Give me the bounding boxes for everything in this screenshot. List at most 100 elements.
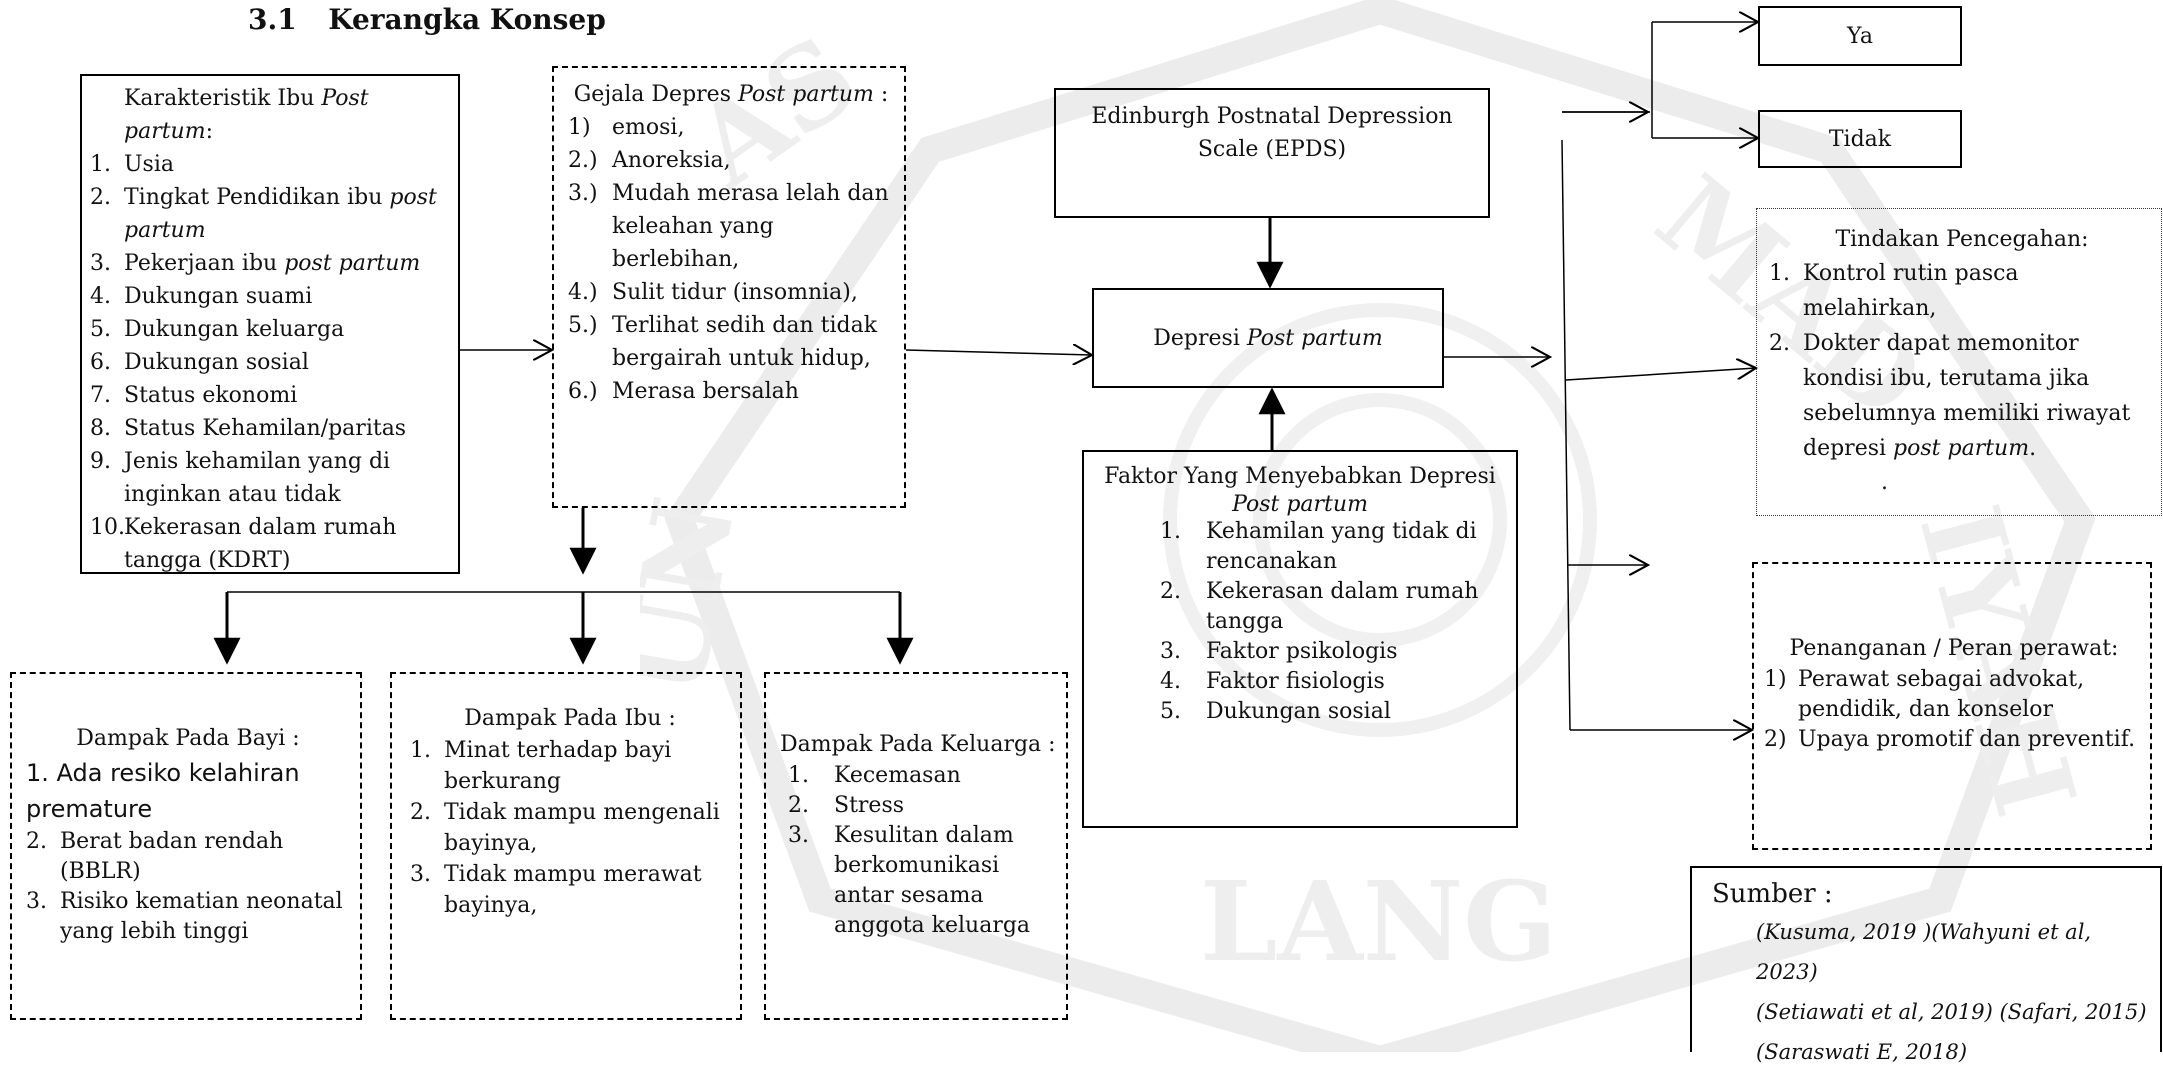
trunk-vertical-right [1561,139,1571,731]
list-item-number: 1. [1769,261,1790,286]
list-item-text: Berat badan rendah (BBLR) [60,829,284,884]
list-item: 5.)Terlihat sedih dan tidak bergairah un… [568,309,894,375]
list-item-number: 3. [1160,639,1181,664]
list-item-number: 2.) [568,148,598,173]
list-item-text: Dukungan keluarga [124,317,345,342]
list-item: 1)emosi, [568,111,894,144]
list-item: 2.Tidak mampu mengenali bayinya, [410,797,730,859]
reference-line: (Setiawati et al, 2019) (Safari, 2015) [1756,1000,2147,1024]
dampak-keluarga-title: Dampak Pada Keluarga : [780,732,1056,757]
list-item-text: Status Kehamilan/paritas [124,416,407,441]
list-item-text: Faktor psikologis [1206,639,1398,664]
list-item-suffix: . [2029,436,2037,461]
list-item: 2.Stress [788,791,1060,821]
list-item: 4.)Sulit tidur (insomnia), [568,276,894,309]
dampak-ibu-box: Dampak Pada Ibu : 1.Minat terhadap bayi … [390,672,742,1020]
section-title: Kerangka Konsep [328,3,606,36]
list-item-number: 7. [90,383,111,408]
list-item-number: 2. [788,793,809,818]
list-item: 1)Perawat sebagai advokat, pendidik, dan… [1764,665,2144,725]
list-item-number: 3. [26,889,47,914]
gejala-title: Gejala Depres Post partum : [573,82,889,107]
ya-box: Ya [1758,6,1962,66]
list-item-text: Minat terhadap bayi berkurang [444,738,672,794]
epds-label: Edinburgh Postnatal Depression Scale (EP… [1091,104,1453,162]
list-item-number: 4.) [568,280,598,305]
epds-box: Edinburgh Postnatal Depression Scale (EP… [1054,88,1490,218]
list-item: 1. Minat terhadap bayi berkurang [410,735,730,797]
penanganan-list: 1)Perawat sebagai advokat, pendidik, dan… [1764,665,2144,755]
list-item: 3.Tidak mampu merawat bayinya, [410,859,730,921]
list-item-text: Usia [124,152,174,177]
list-item-number: 1. [788,763,809,788]
penanganan-title: Penanganan / Peran perawat: [1789,636,2119,661]
section-number: 3.1 [248,3,297,36]
list-item-text: Dukungan suami [124,284,313,309]
list-item-italic: post partum [1893,436,2030,461]
reference-line: (Saraswati E, 2018) [1756,1040,1968,1064]
list-item-number: 1. [410,738,431,763]
list-item: 2.Kekerasan dalam rumah tangga [1160,577,1506,637]
list-item-number: 2. [26,829,47,854]
gejala-box: Gejala Depres Post partum : 1)emosi, 2.) A… [552,66,906,508]
list-item: 9.Jenis kehamilan yang di inginkan atau … [90,445,450,511]
list-item-number: 1) [1764,667,1787,692]
list-item-italic: post partum [284,251,421,276]
list-item-number: 5. [90,317,111,342]
list-item-italic: post partum [124,185,437,243]
dampak-bayi-box: Dampak Pada Bayi : 1. Ada resiko kelahir… [10,672,362,1020]
list-item-number: 5.) [568,313,598,338]
list-item-number: 3. [788,823,809,848]
list-item-text: Pekerjaan ibu [124,251,285,276]
list-item-text: Faktor fisiologis [1206,669,1385,694]
list-item-text: Merasa bersalah [612,379,799,404]
list-item-number: 5. [1160,699,1181,724]
list-item: 2.Tingkat Pendidikan ibu post partum [90,181,450,247]
list-item-text: Mudah merasa lelah dan keleahan yang ber… [612,181,889,272]
list-item: 1. Kontrol rutin pasca melahirkan, [1769,256,2155,326]
list-item: 2) Upaya promotif dan preventif. [1764,725,2144,755]
list-item: 5. Dukungan keluarga [90,313,450,346]
ya-label: Ya [1847,23,1873,49]
list-item-text: Jenis kehamilan yang di inginkan atau ti… [124,449,391,507]
list-item-text: Anoreksia, [612,148,731,173]
list-item-number: 2) [1764,727,1787,752]
list-item-number: 2. [410,800,431,825]
reference-line: (Kusuma, 2019 )(Wahyuni et al, 2023) [1756,920,2092,984]
list-item: 1.Kecemasan [788,761,1060,791]
list-item: 2.) Anoreksia, [568,144,894,177]
list-item: 1. Kehamilan yang tidak di rencanakan [1160,517,1506,577]
list-item-text: Upaya promotif dan preventif. [1798,727,2136,752]
gejala-list: 1)emosi, 2.) Anoreksia, 3.) Mudah merasa lel… [568,111,894,408]
list-item-text: emosi, [612,115,685,140]
list-item-number: 6. [90,350,111,375]
list-item: 2.Dokter dapat memonitor kondisi ibu, te… [1769,326,2155,466]
list-item-text: Kehamilan yang tidak di rencanakan [1206,519,1477,574]
dampak-bayi-title: Dampak Pada Bayi : [76,726,300,751]
penanganan-box: Penanganan / Peran perawat: 1)Perawat se… [1752,562,2152,850]
list-item-text: Status ekonomi [124,383,298,408]
list-item-text: Kontrol rutin pasca melahirkan, [1803,261,2019,321]
list-item: 5.Dukungan sosial [1160,697,1506,727]
tidak-label: Tidak [1828,126,1892,152]
university-seal-watermark: AS MAD IYAH LANG UN [640,0,2100,1052]
list-item: 6. Dukungan sosial [90,346,450,379]
pencegahan-box: Tindakan Pencegahan: 1.Kontrol rutin pas… [1756,208,2162,516]
dampak-bayi-first-item: 1. Ada resiko kelahiran premature [26,759,300,823]
list-item-number: 4. [90,284,111,309]
list-item-number: 1. [1160,519,1181,544]
tidak-box: Tidak [1758,110,1962,168]
watermark-letter: LANG [1200,857,1557,986]
list-item: 3.Pekerjaan ibu post partum [90,247,450,280]
list-item-text: Kekerasan dalam rumah tangga (KDRT) [124,515,397,573]
list-item-text: Dukungan sosial [124,350,309,375]
depresi-label: Depresi Post partum [1153,325,1383,351]
pencegahan-list: 1. Kontrol rutin pasca melahirkan,2.Dokte… [1769,256,2155,466]
list-item-number: 3.) [568,181,598,206]
list-item: 3.) Mudah merasa lelah dan keleahan yang … [568,177,894,276]
list-item-text: Tidak mampu merawat bayinya, [444,862,702,918]
